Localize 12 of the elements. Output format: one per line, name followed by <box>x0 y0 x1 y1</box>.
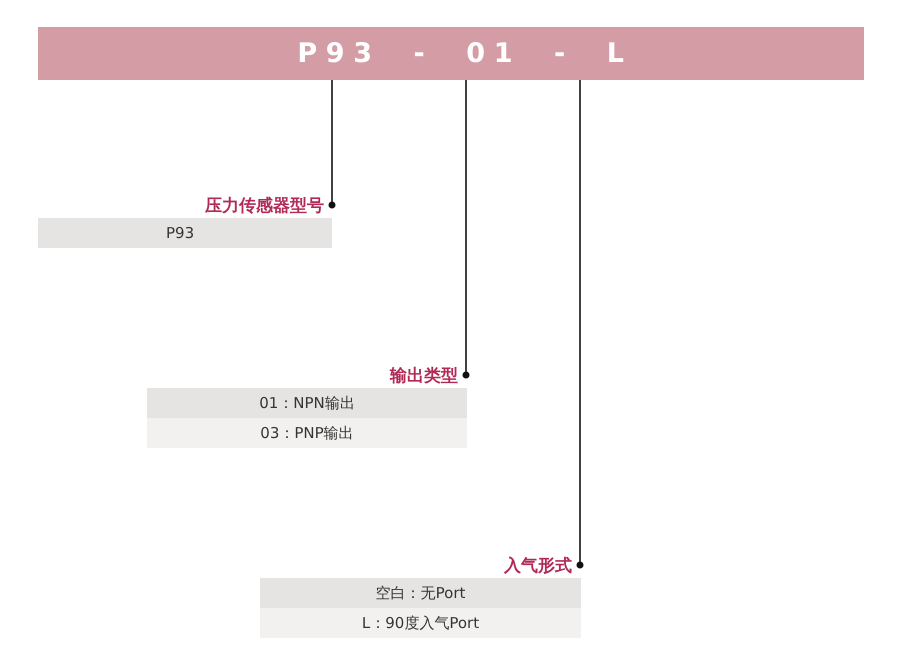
option-row: 01：NPN输出 <box>147 388 467 418</box>
option-row: L：90度入气Port <box>260 608 581 638</box>
section-heading: 入气形式 <box>260 552 584 578</box>
option-row: P93 <box>38 218 332 248</box>
code-bar: P93 - 01 - L <box>38 27 864 80</box>
section-heading: 压力传感器型号 <box>38 192 336 218</box>
leader-line <box>328 80 336 208</box>
leader-line <box>462 80 470 378</box>
leader-line <box>576 80 584 568</box>
option-row: 03：PNP输出 <box>147 418 467 448</box>
option-row: 空白：无Port <box>260 578 581 608</box>
section-heading: 输出类型 <box>147 362 470 388</box>
